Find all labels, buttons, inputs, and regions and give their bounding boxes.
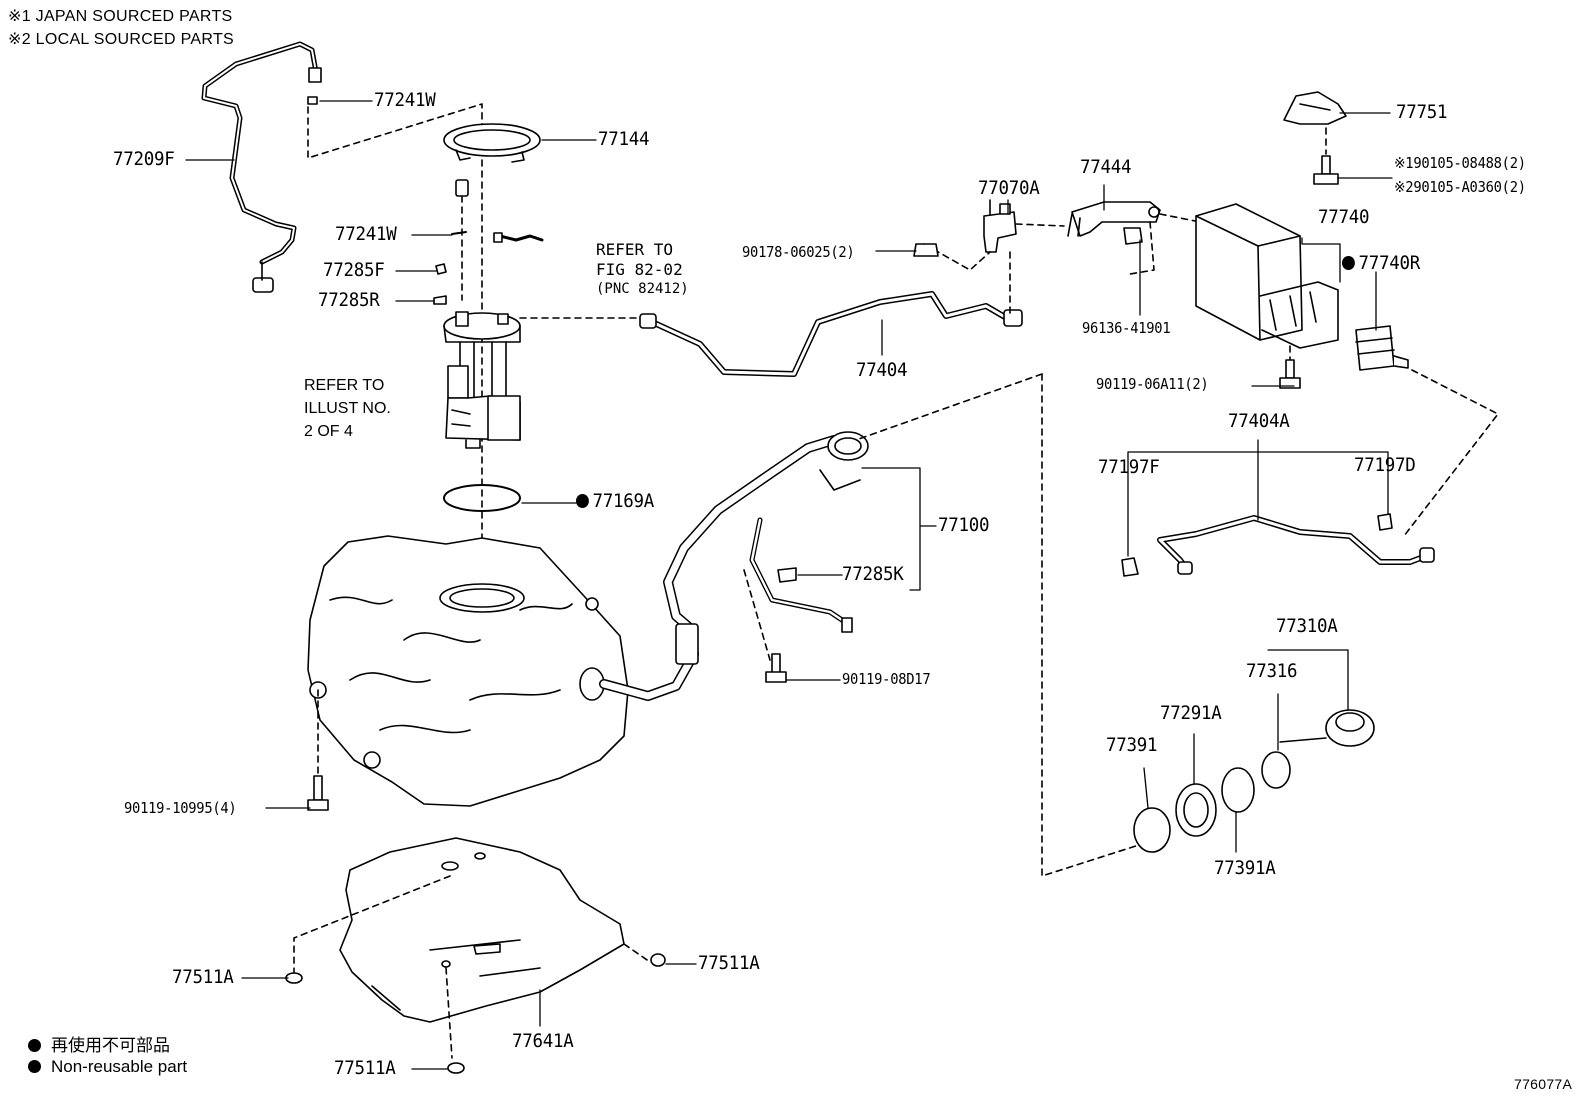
refer-illust-line3: 2 OF 4: [304, 423, 353, 440]
leader-lines: [185, 100, 1393, 1070]
legend-dot-icon: [28, 1060, 41, 1073]
label-90119-10995[interactable]: 90119-10995(4): [124, 799, 237, 817]
harness-refer: [498, 234, 544, 242]
refer-illust-line2[interactable]: ILLUST NO.: [304, 400, 391, 417]
sensor-part: [455, 179, 469, 197]
bolt-90105: [1313, 155, 1339, 185]
hose-77404: [639, 291, 1023, 377]
fuel-cap-77310A: [1279, 709, 1375, 747]
fuel-pump-module: [443, 311, 521, 449]
grommet-77511A-right: [650, 953, 666, 967]
label-90178-06025[interactable]: 90178-06025(2): [742, 243, 855, 261]
figure-id: 776077A: [1514, 1076, 1573, 1092]
legend-japanese: 再使用不可部品: [28, 1031, 170, 1056]
label-77740R-text: 77740R: [1358, 252, 1421, 274]
label-77285R[interactable]: 77285R: [318, 289, 380, 311]
protector-77641A: [339, 837, 625, 1023]
label-77511A-right[interactable]: 77511A: [698, 952, 760, 974]
legend-japanese-text: 再使用不可部品: [51, 1036, 170, 1055]
dash-77241W: [307, 103, 483, 159]
cover-77391A: [1221, 767, 1255, 813]
label-77285F[interactable]: 77285F: [323, 259, 385, 281]
clip-77241W-top: [307, 96, 318, 105]
refer-fig-line1: REFER TO: [596, 240, 674, 259]
bolt-90119-06A11: [1279, 359, 1301, 389]
label-90119-08D17[interactable]: 90119-08D17: [842, 670, 931, 688]
non-reusable-dot-icon: [1342, 256, 1355, 270]
clip-77197D: [1377, 513, 1393, 531]
grommet-77511A-bottom: [447, 1062, 465, 1074]
note-local-sourced: ※2 LOCAL SOURCED PARTS: [8, 31, 234, 48]
label-90119-06A11[interactable]: 90119-06A11(2): [1096, 375, 1209, 393]
label-96136-41901[interactable]: 96136-41901: [1082, 319, 1171, 337]
legend-dot-icon: [28, 1039, 41, 1052]
filler-pipe-77100: [599, 431, 869, 701]
note-japan-sourced: ※1 JAPAN SOURCED PARTS: [8, 8, 233, 25]
label-77404A[interactable]: 77404A: [1228, 410, 1290, 432]
label-77391[interactable]: 77391: [1106, 734, 1158, 756]
label-77144[interactable]: 77144: [598, 128, 650, 150]
label-90105-A0360[interactable]: ※290105-A0360(2): [1394, 178, 1526, 196]
ring-77144: [443, 123, 541, 163]
label-77404[interactable]: 77404: [856, 359, 908, 381]
non-reusable-dot-icon: [576, 494, 589, 508]
valve-77070A: [983, 203, 1017, 253]
label-77197D[interactable]: 77197D: [1354, 454, 1416, 476]
clip-96136: [1123, 227, 1143, 245]
refer-fig-line2[interactable]: FIG 82-02: [596, 260, 683, 279]
legend-english-text: Non-reusable part: [51, 1057, 188, 1076]
bolt-90119-08D17: [765, 653, 787, 683]
canister-77740: [1195, 203, 1339, 349]
label-77285K[interactable]: 77285K: [842, 563, 904, 585]
label-77511A-bottom[interactable]: 77511A: [334, 1057, 396, 1079]
label-77444[interactable]: 77444: [1080, 156, 1132, 178]
bracket-77751: [1283, 91, 1347, 125]
legend-english: Non-reusable part: [28, 1057, 187, 1077]
label-77511A-left[interactable]: 77511A: [172, 966, 234, 988]
bracket-77444: [1067, 201, 1161, 237]
label-77641A[interactable]: 77641A: [512, 1030, 574, 1052]
label-77209F[interactable]: 77209F: [113, 148, 175, 170]
refer-fig-line3: (PNC 82412): [596, 281, 689, 297]
cover-77391: [1133, 807, 1171, 853]
label-77740[interactable]: 77740: [1318, 206, 1370, 228]
label-77070A[interactable]: 77070A: [978, 177, 1040, 199]
label-77740R[interactable]: 77740R: [1342, 252, 1420, 274]
label-77291A[interactable]: 77291A: [1160, 702, 1222, 724]
label-77310A[interactable]: 77310A: [1276, 615, 1338, 637]
gasket-77316: [1261, 751, 1291, 789]
fuel-tank-77001: [307, 535, 629, 807]
hose-77404A: [1157, 515, 1435, 575]
gasket-77169A: [443, 484, 521, 512]
label-77391A[interactable]: 77391A: [1214, 857, 1276, 879]
label-77169A[interactable]: 77169A: [576, 490, 654, 512]
seal-77291A: [1175, 783, 1217, 837]
label-77751[interactable]: 77751: [1396, 101, 1448, 123]
nut-90178: [913, 243, 939, 257]
label-90105-08488[interactable]: ※190105-08488(2): [1394, 154, 1526, 172]
label-77241W[interactable]: 77241W: [335, 223, 397, 245]
label-77169A-text: 77169A: [592, 490, 655, 512]
label-77316[interactable]: 77316: [1246, 660, 1298, 682]
label-77100[interactable]: 77100: [938, 514, 990, 536]
label-77197F[interactable]: 77197F: [1098, 456, 1160, 478]
filter-77740R: [1355, 325, 1409, 371]
refer-illust-line1: REFER TO: [304, 377, 385, 394]
fuel-pipe-77209F: [201, 41, 322, 293]
bolt-90119-10995: [307, 775, 329, 811]
clip-77197F: [1121, 557, 1139, 577]
label-77241W-top[interactable]: 77241W: [374, 89, 436, 111]
